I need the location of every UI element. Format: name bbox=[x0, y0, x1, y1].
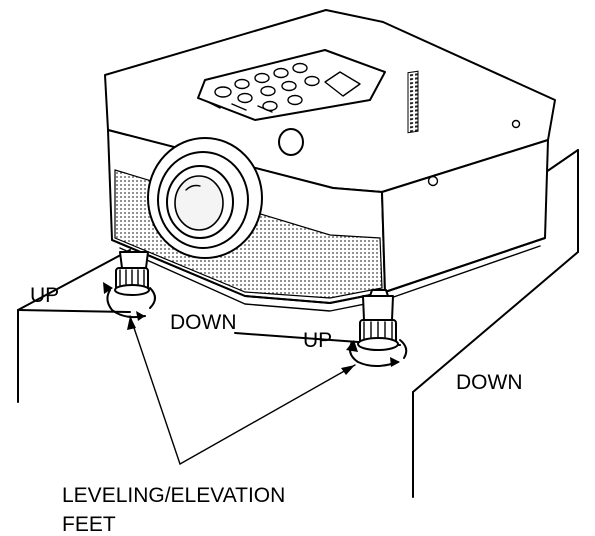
callout-leader-lines bbox=[127, 315, 356, 465]
right-rotation-arrows bbox=[346, 339, 408, 367]
control-panel bbox=[197, 49, 386, 121]
left-foot bbox=[114, 251, 150, 296]
left-rotation-arrows bbox=[103, 282, 156, 321]
label-up-left: UP bbox=[30, 284, 59, 307]
callout-label-line2: FEET bbox=[62, 513, 116, 536]
lens bbox=[147, 137, 263, 259]
label-down-right: DOWN bbox=[456, 371, 523, 394]
callout-label-line1: LEVELING/ELEVATION bbox=[62, 484, 285, 507]
label-up-right: UP bbox=[303, 329, 332, 352]
label-down-left: DOWN bbox=[170, 311, 237, 334]
right-foot bbox=[357, 289, 399, 351]
